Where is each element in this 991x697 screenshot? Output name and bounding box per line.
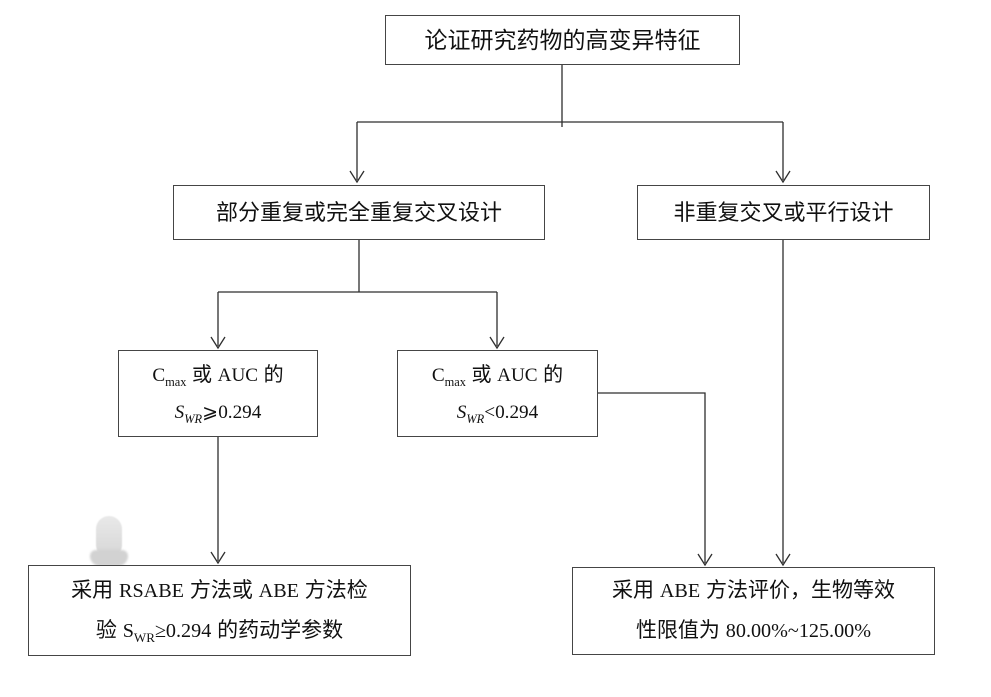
outcome-rsabe-line2: 验 SWR≥0.294 的药动学参数 xyxy=(95,618,344,645)
node-swr-ge-0294: Cmax 或 AUC 的 SWR⩾0.294 xyxy=(118,350,318,437)
outcome-abe-line1: 采用 ABE 方法评价，生物等效 xyxy=(612,579,895,602)
node-replicate-label: 部分重复或完全重复交叉设计 xyxy=(215,199,502,225)
arrowhead xyxy=(697,553,713,567)
swr-ge-line1: Cmax 或 AUC 的 xyxy=(152,363,284,389)
outcome-rsabe-line1: 采用 RSABE 方法或 ABE 方法检 xyxy=(71,578,368,602)
connector-swr-low-elbow xyxy=(598,392,706,563)
node-outcome-rsabe: 采用 RSABE 方法或 ABE 方法检 验 SWR≥0.294 的药动学参数 xyxy=(28,565,411,656)
node-nonreplicate-design: 非重复交叉或平行设计 xyxy=(637,185,930,240)
outcome-abe-line2: 性限值为 80.00%~125.00% xyxy=(635,619,872,642)
node-root-label: 论证研究药物的高变异特征 xyxy=(424,26,701,53)
arrowhead xyxy=(775,170,791,184)
arrowhead xyxy=(775,553,791,567)
swr-lt-line1: Cmax 或 AUC 的 xyxy=(431,363,564,389)
arrowhead xyxy=(210,336,226,350)
node-outcome-abe: 采用 ABE 方法评价，生物等效 性限值为 80.00%~125.00% xyxy=(572,567,935,655)
swr-lt-line2: SWR<0.294 xyxy=(456,401,539,426)
swr-ge-line2: SWR⩾0.294 xyxy=(174,401,262,426)
node-root: 论证研究药物的高变异特征 xyxy=(385,15,740,65)
node-replicate-design: 部分重复或完全重复交叉设计 xyxy=(173,185,545,240)
node-swr-lt-0294: Cmax 或 AUC 的 SWR<0.294 xyxy=(397,350,598,437)
arrowhead xyxy=(349,170,365,184)
arrowhead xyxy=(489,336,505,350)
node-nonreplicate-label: 非重复交叉或平行设计 xyxy=(673,199,894,225)
arrowhead xyxy=(210,551,226,565)
